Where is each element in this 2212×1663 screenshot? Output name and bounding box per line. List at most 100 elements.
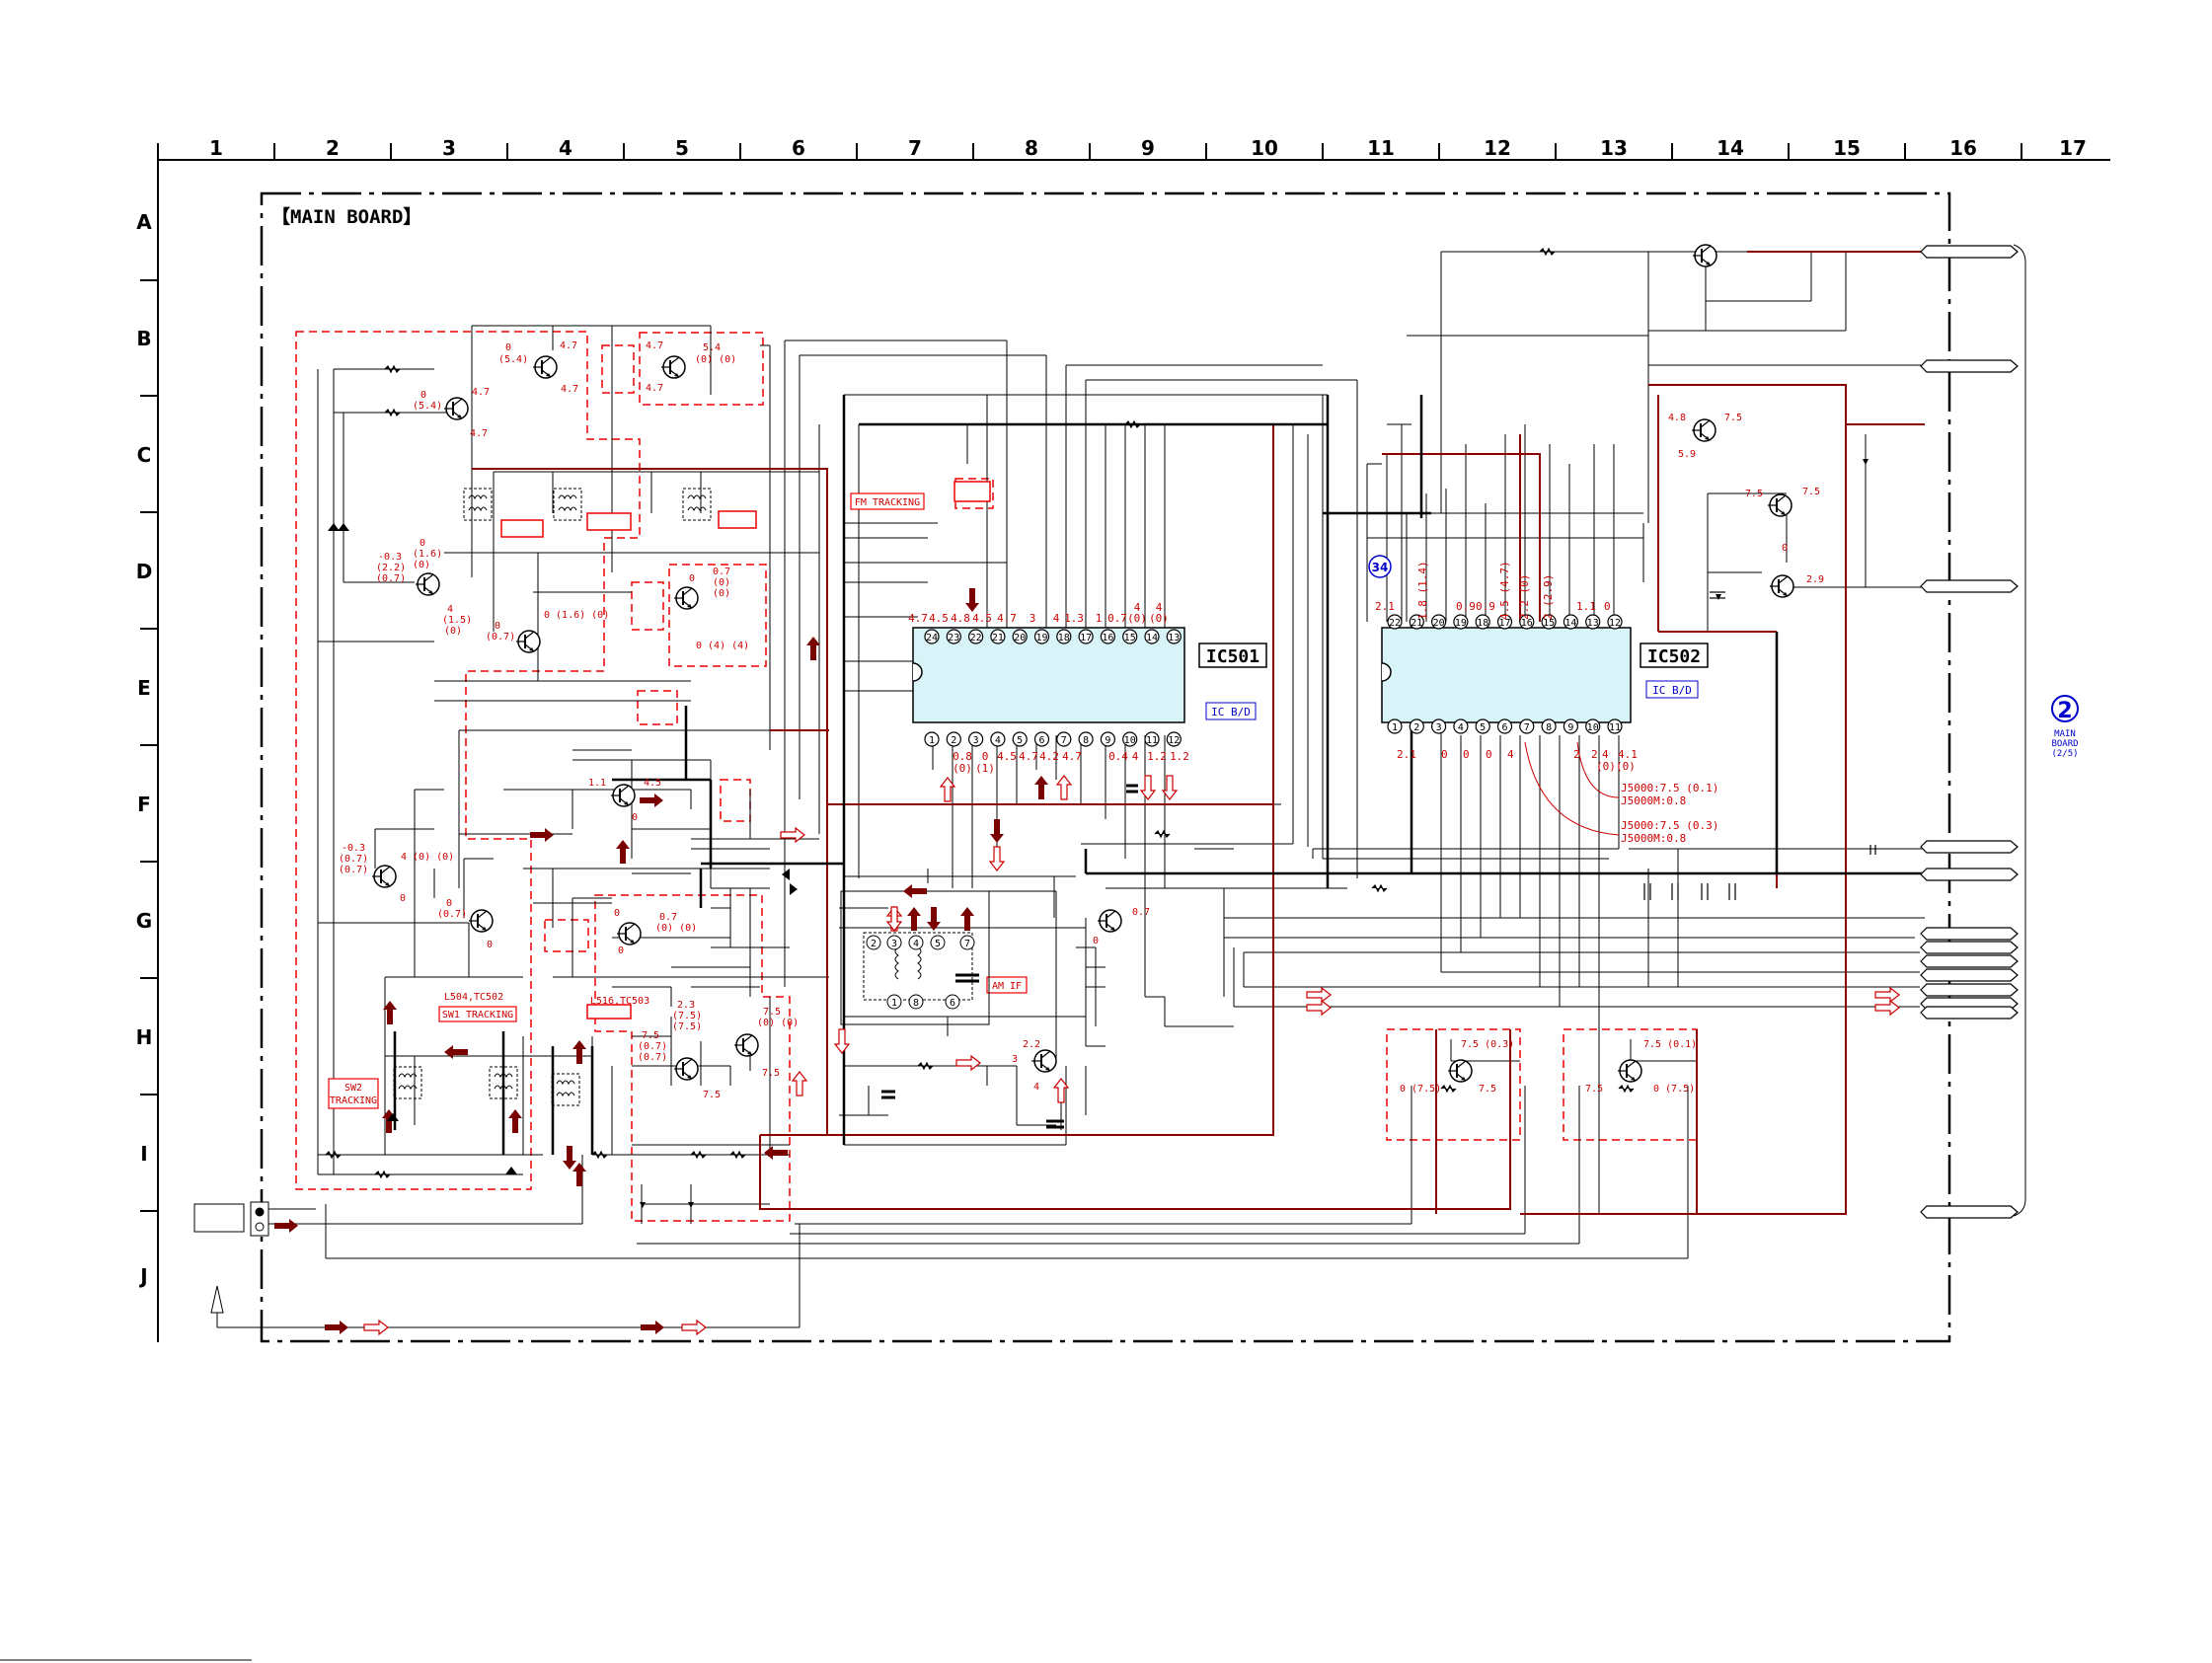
ic501-top-pin-circle [1012,629,1028,644]
svg-text:4.7: 4.7 [1019,750,1038,763]
connector-bracket [2013,244,2026,1217]
svg-text:0: 0 [1093,936,1099,946]
svg-text:0: 0 [1463,748,1470,761]
svg-text:0.8: 0.8 [953,750,972,763]
ic501-bottom-pin-number: 10 [1124,735,1136,746]
svg-text:(1): (1) [975,762,995,775]
svg-text:34: 34 [1372,561,1389,574]
svg-text:4: 4 [1602,748,1609,761]
ic502-bottom-pin-number: 6 [1501,722,1507,733]
ic502-top-pin-number: 20 [1433,618,1445,629]
svg-text:4: 4 [1134,601,1141,614]
svg-text:4.7: 4.7 [646,340,663,351]
svg-text:4.7: 4.7 [561,384,578,395]
svg-text:(0): (0) [1616,760,1636,773]
svg-text:2: 2 [2057,699,2072,723]
am-if-pin [886,935,902,950]
svg-text:0: 0 [689,573,695,584]
ic501-top-pin-number: 22 [970,633,982,643]
ic502-bottom-pin-number: 4 [1458,722,1464,733]
svg-text:5.9: 5.9 [1678,449,1696,460]
fm-tracking-label: FM TRACKING [855,497,920,508]
svg-text:0: 0 [446,898,452,909]
row-label-d: D [136,560,153,583]
svg-text:-0.3: -0.3 [342,843,365,854]
col-label-16: 16 [1949,136,1977,160]
svg-text:(1.5): (1.5) [442,615,472,626]
ic502-notes: J5000:7.5 (0.1) J5000M:0.8 J5000:7.5 (0.… [1621,782,1718,845]
ic502-top-pin-circle [1430,614,1447,630]
ic502-bottom-pin-circle [1607,718,1623,734]
svg-text:0 (1.6) (0): 0 (1.6) (0) [544,610,609,621]
col-label-9: 9 [1141,136,1155,160]
svg-text:0: 0 [1782,543,1788,554]
svg-text:(1.6): (1.6) [413,549,442,560]
am-if-pin-number: 3 [891,939,897,949]
svg-text:2.2: 2.2 [1023,1039,1040,1050]
ic502-top-pin-circle [1387,614,1403,630]
svg-text:1: 1 [1096,612,1103,625]
ic502-top-pin-circle [1585,614,1601,630]
am-if-pin-number: 2 [871,939,877,949]
svg-text:MAIN: MAIN [2054,729,2076,739]
svg-text:(7.5): (7.5) [672,1021,702,1032]
svg-text:7.5: 7.5 [1802,487,1820,497]
row-label-h: H [136,1025,153,1049]
svg-text:3: 3 [1030,612,1036,625]
svg-text:4: 4 [1156,601,1163,614]
svg-text:0 (7.5): 0 (7.5) [1653,1084,1695,1095]
svg-text:4.2: 4.2 [1039,750,1059,763]
svg-text:3: 3 [1012,1054,1018,1065]
ic501-top-pin-circle [1144,629,1160,644]
tuner-block-outlines [295,331,1698,1222]
ic502-top-pin-circle [1409,614,1424,630]
ic502-bottom-pin-number: 3 [1436,722,1442,733]
svg-text:(0.7): (0.7) [339,865,368,875]
ic501-top-pin-circle [1078,629,1094,644]
ic501-bottom-pin-number: 11 [1146,735,1158,746]
ic501-note: IC B/D [1211,706,1251,718]
svg-text:J5000M:0.8: J5000M:0.8 [1621,794,1686,807]
svg-text:4.7: 4.7 [908,612,928,625]
ic501-bottom-pin-number: 5 [1017,735,1023,746]
col-label-8: 8 [1025,136,1038,160]
svg-text:7.5: 7.5 [703,1090,721,1100]
ic501-bottom-pin-circle [946,731,961,747]
svg-text:0: 0 [505,342,511,353]
svg-text:0: 0 [487,940,493,950]
ic502-bottom-pin-circle [1430,718,1447,734]
svg-text:0.7: 0.7 [713,567,730,577]
svg-text:7.5 (0.1): 7.5 (0.1) [1643,1039,1697,1050]
ic502-top-pin-number: 12 [1609,618,1621,629]
svg-text:(0): (0) [444,626,462,637]
ic501-bottom-pin-circle [1144,731,1160,747]
am-if-pin [945,994,960,1010]
row-label-j: J [138,1264,147,1288]
ic502-bottom-voltages: 2.1 0 0 0 4 2 2 4 4.1 (0) (0) [1397,748,1638,773]
ic501-bottom-pin-number: 12 [1168,735,1180,746]
col-label-17: 17 [2059,136,2087,160]
ic501-top-pin-circle [990,629,1006,644]
ic502-bottom-pin-circle [1387,718,1403,734]
svg-text:BOARD: BOARD [2051,739,2078,749]
tracking-labels: FM TRACKING AM IF SW2 TRACKING L504,TC50… [328,492,1028,1109]
ic501-bottom-pin-number: 4 [995,735,1001,746]
ic502-top-pin-circle [1475,614,1490,630]
svg-text:2: 2 [1573,748,1580,761]
ic501-top-pin-number: 23 [948,633,959,643]
ic501-top-pin-circle [1122,629,1138,644]
svg-text:4: 4 [447,604,453,615]
col-label-3: 3 [442,136,456,160]
svg-text:J5000:7.5 (0.1): J5000:7.5 (0.1) [1621,782,1718,794]
svg-text:7.5: 7.5 [1724,413,1742,423]
svg-text:2.2 (0): 2.2 (0) [1518,574,1531,620]
voltage-labels: 0 (5.4) 4.7 4.7 0 (5.4) 4.7 4.7 4.7 4.7 … [339,340,1824,1100]
antenna-input [193,1201,269,1327]
ic502-top-pin-circle [1607,614,1623,630]
svg-text:(0) (0): (0) (0) [655,923,697,934]
diodes [328,459,1869,1208]
svg-text:4.5: 4.5 [972,612,992,625]
ic501-top-pin-number: 20 [1014,633,1026,643]
